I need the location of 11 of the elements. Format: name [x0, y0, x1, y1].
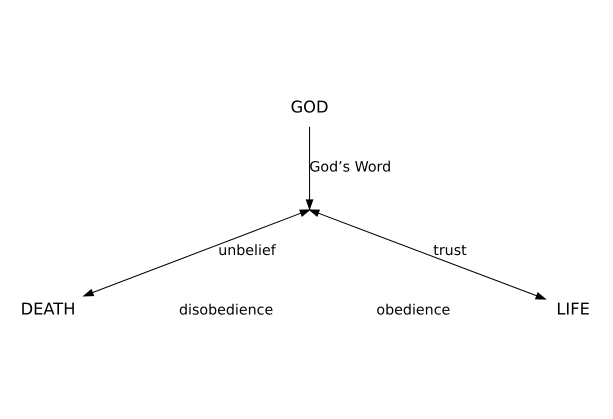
- edge-label: trust: [433, 242, 467, 259]
- edge-label: unbelief: [218, 242, 276, 259]
- label: obedience: [376, 302, 450, 318]
- edge-label: God’s Word: [309, 160, 392, 176]
- node-text: LIFE: [556, 299, 590, 318]
- label: disobedience: [178, 302, 274, 318]
- arrow: [308, 209, 547, 300]
- arrow: [306, 126, 314, 211]
- node-text: GOD: [290, 97, 329, 116]
- arrow: [82, 209, 311, 296]
- node-text: DEATH: [20, 299, 76, 318]
